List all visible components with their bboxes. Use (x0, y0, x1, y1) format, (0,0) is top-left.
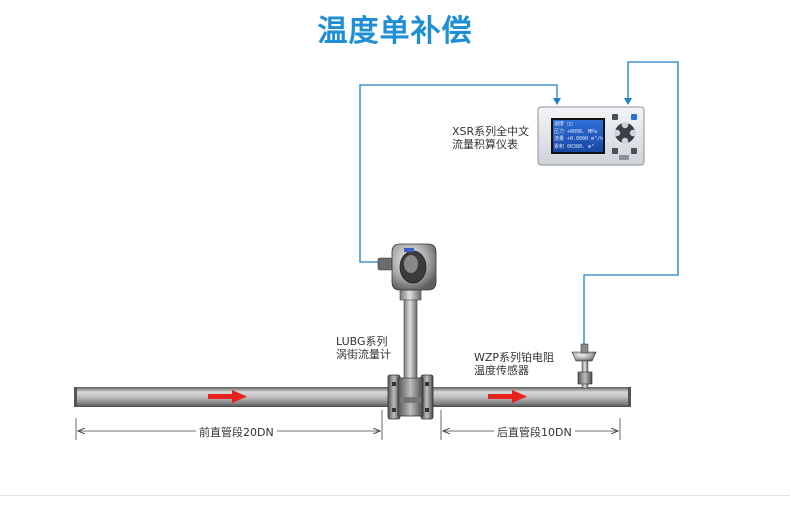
page-title: 温度单补偿 (317, 14, 473, 49)
temperature-sensor (571, 343, 597, 389)
sensor-label-line2: 温度传感器 (474, 364, 529, 377)
signal-line-sensor (583, 61, 679, 345)
flow-totalizer-instrument (537, 106, 645, 166)
instrument-label-line2: 流量积算仪表 (452, 138, 518, 151)
sensor-label: WZP系列铂电阻 温度传感器 (474, 351, 554, 377)
sensor-label-line1: WZP系列铂电阻 (474, 351, 555, 364)
vortex-flowmeter (377, 243, 437, 420)
upstream-length-label: 前直管段20DN (196, 424, 277, 440)
downstream-length-label: 后直管段10DN (494, 424, 575, 440)
signal-line-flowmeter (359, 84, 561, 263)
flowmeter-label: LUBG系列 涡街流量计 (336, 335, 391, 361)
pipe (74, 387, 631, 407)
instrument-label: XSR系列全中文 流量积算仪表 (452, 125, 529, 151)
screen-line: 温度 □□ (554, 121, 574, 127)
bottom-divider (0, 495, 790, 496)
instrument-screen: 温度 □□ 压力 +0098. MPa 流量 +0.0000 m³/h 累积 0… (554, 121, 604, 152)
instrument-label-line1: XSR系列全中文 (452, 125, 530, 138)
flowmeter-label-line1: LUBG系列 (336, 335, 388, 348)
screen-line: 累积 00380. m³ (554, 143, 595, 150)
flowmeter-label-line2: 涡街流量计 (336, 348, 391, 361)
screen-line: 压力 +0098. MPa (554, 128, 598, 135)
screen-line: 流量 +0.0000 m³/h (554, 136, 604, 142)
flow-arrow-upstream (208, 390, 247, 403)
flow-arrow-downstream (488, 390, 527, 403)
